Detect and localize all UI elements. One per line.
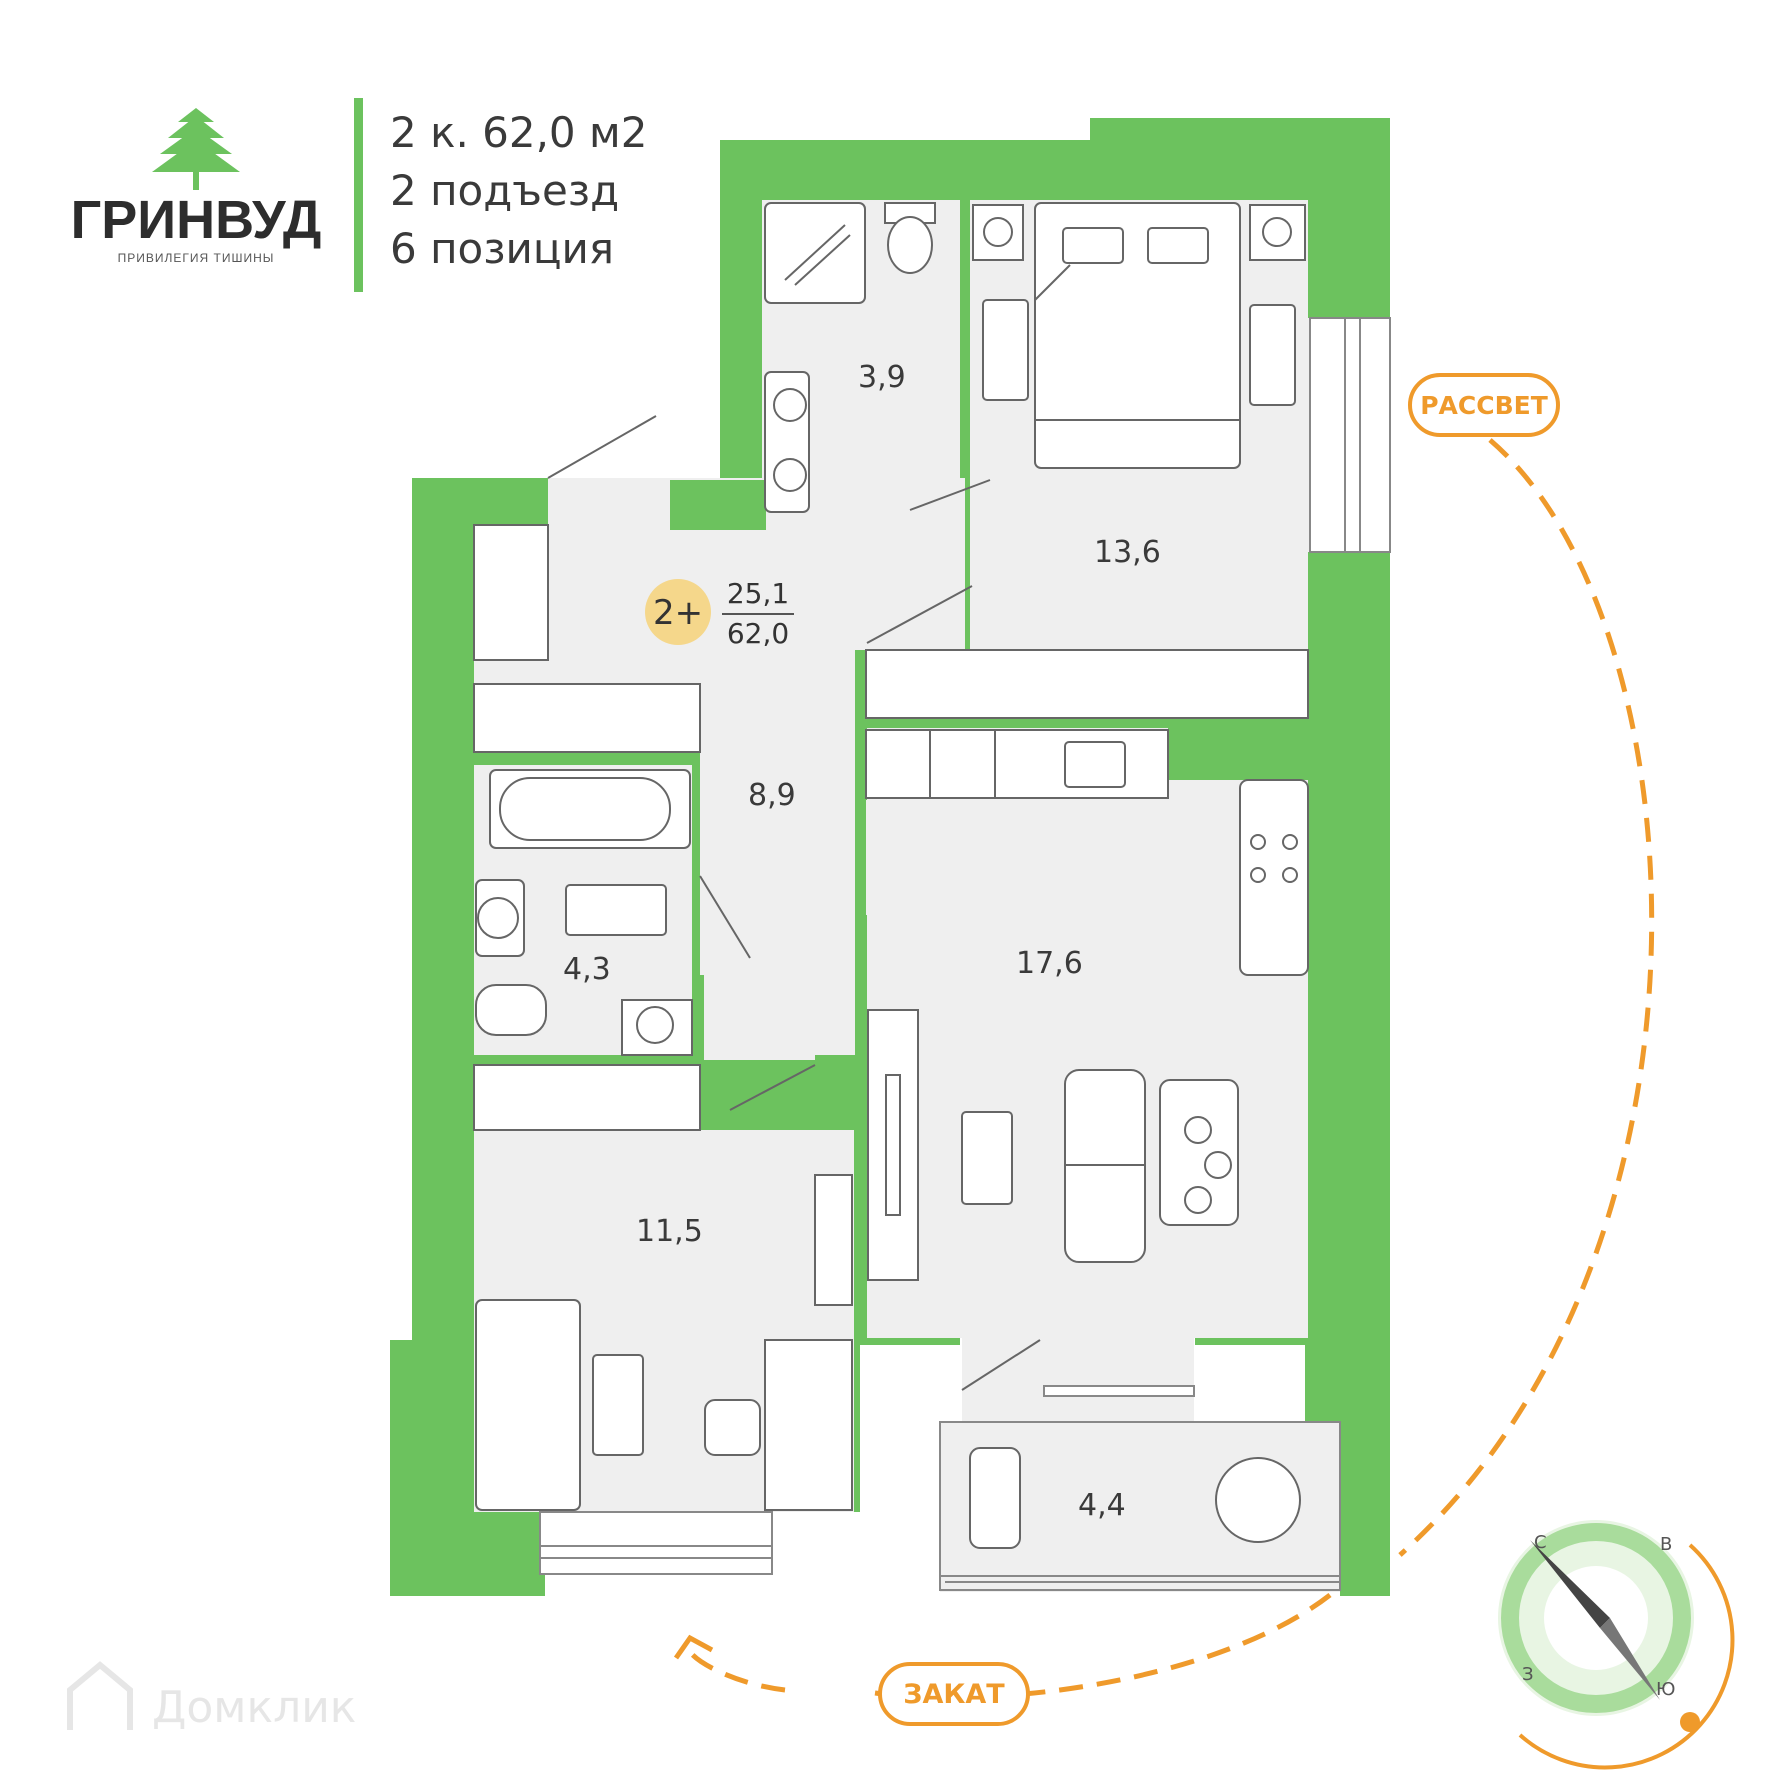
compass-south: Ю bbox=[1656, 1679, 1675, 1700]
total-area: 62,0 bbox=[727, 617, 789, 650]
house-icon bbox=[67, 1661, 133, 1730]
info-rooms-area: 2 к. 62,0 м2 bbox=[390, 108, 647, 157]
brand-name: ГРИНВУД bbox=[71, 190, 322, 250]
rooms-badge bbox=[645, 579, 711, 645]
toilet-icon bbox=[884, 202, 936, 274]
room-area-living-kitchen: 17,6 bbox=[1016, 946, 1083, 981]
room-area-bathroom-small: 3,9 bbox=[858, 360, 906, 395]
doors bbox=[547, 415, 1041, 1391]
kids-furniture-icon bbox=[475, 1174, 853, 1511]
interior-walls bbox=[474, 200, 1308, 1345]
compass-west: З bbox=[1522, 1664, 1534, 1685]
windows bbox=[539, 317, 1391, 1583]
balcony-furniture-icon bbox=[969, 1447, 1301, 1549]
living-furniture-icon bbox=[867, 1009, 1239, 1281]
sunrise-label-box bbox=[1408, 373, 1560, 437]
balcony-rail bbox=[939, 1421, 1341, 1591]
bed-icon bbox=[1034, 202, 1241, 469]
room-area-hallway: 8,9 bbox=[748, 778, 796, 813]
kitchen-counter-icon bbox=[865, 729, 1309, 976]
room-area-bedroom: 13,6 bbox=[1094, 535, 1161, 570]
rooms-badge-label: 2+ bbox=[653, 593, 703, 633]
living-area: 25,1 bbox=[727, 577, 789, 610]
info-position: 6 позиция bbox=[390, 224, 614, 273]
room-area-balcony: 4,4 bbox=[1078, 1488, 1126, 1523]
compass-icon bbox=[1498, 1520, 1735, 1770]
brand-tagline: ПРИВИЛЕГИЯ ТИШИНЫ bbox=[118, 251, 275, 265]
header-divider bbox=[354, 98, 363, 292]
shower-icon bbox=[764, 202, 866, 304]
wardrobe-icon bbox=[473, 524, 1309, 1131]
room-area-kids-room: 11,5 bbox=[636, 1214, 703, 1249]
tree-icon bbox=[152, 108, 240, 190]
sunset-arrow-icon bbox=[673, 1634, 714, 1660]
bathroom-fixtures-icon bbox=[475, 879, 693, 1056]
room-area-bathroom-large: 4,3 bbox=[563, 952, 611, 987]
sunrise-label: РАССВЕТ bbox=[1420, 391, 1548, 420]
info-entrance: 2 подъезд bbox=[390, 166, 619, 215]
sun-path bbox=[688, 438, 1655, 1701]
compass-north: С bbox=[1534, 1532, 1547, 1553]
nightstand-icon bbox=[972, 204, 1306, 406]
compass-east: В bbox=[1660, 1534, 1672, 1555]
sunset-label-box bbox=[878, 1662, 1030, 1726]
watermark: Домклик bbox=[152, 1682, 356, 1733]
bathtub-icon bbox=[489, 769, 691, 849]
sink-icon bbox=[764, 371, 810, 513]
sunset-label: ЗАКАТ bbox=[903, 1679, 1005, 1710]
